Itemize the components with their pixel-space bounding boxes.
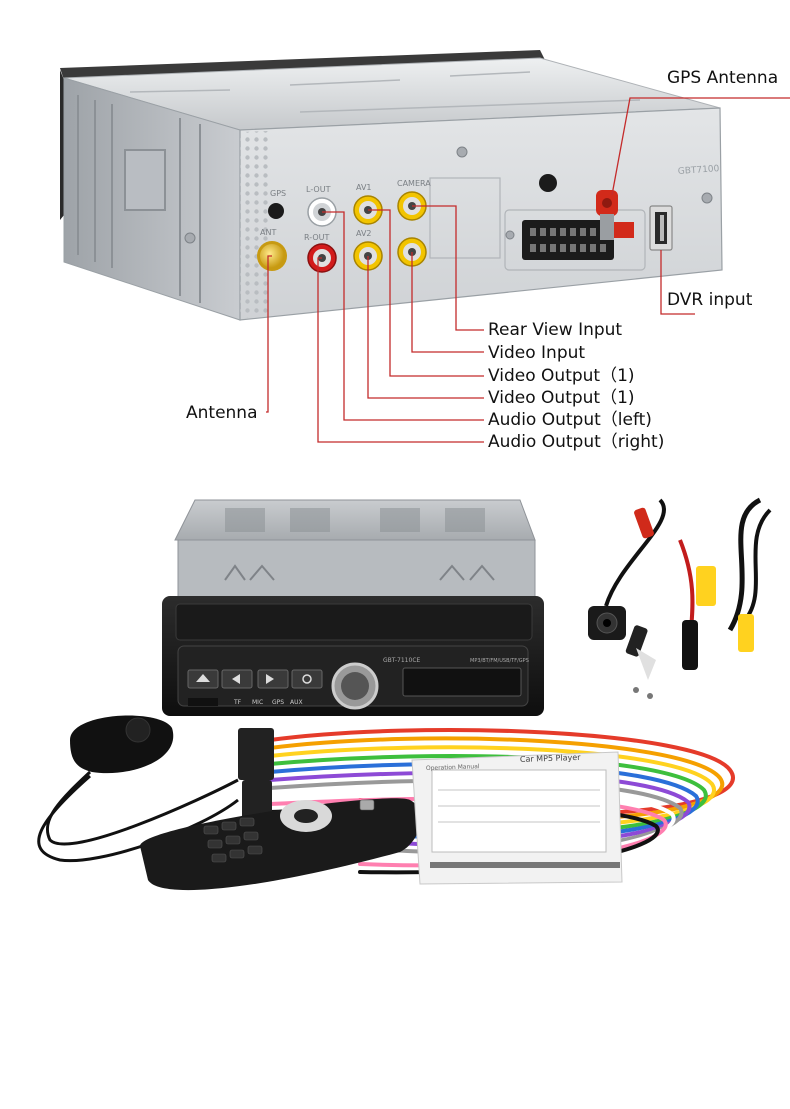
label-video-output-1a: Video Output（1) bbox=[488, 366, 635, 386]
rear-camera bbox=[588, 497, 772, 699]
mark-r-out: R-OUT bbox=[304, 233, 329, 242]
model-mark: GBT7100 bbox=[678, 164, 720, 177]
label-audio-output-right: Audio Output（right) bbox=[488, 432, 665, 452]
chassis: GBT7100 bbox=[60, 50, 723, 321]
gps-port bbox=[268, 203, 284, 219]
panel-markings: GPS ANT L-OUT R-OUT AV1 AV2 CAMERA bbox=[260, 179, 431, 242]
port-label-tf: TF bbox=[233, 699, 242, 706]
front-buttons bbox=[187, 669, 323, 689]
mark-camera: CAMERA bbox=[397, 179, 431, 188]
mark-l-out: L-OUT bbox=[306, 185, 331, 194]
mark-av2: AV2 bbox=[356, 229, 372, 238]
gps-antenna-connector bbox=[596, 190, 634, 240]
display bbox=[402, 667, 522, 697]
port-label-aux: AUX bbox=[290, 699, 303, 706]
label-gps-antenna: GPS Antenna bbox=[667, 68, 779, 88]
mark-gps: GPS bbox=[270, 189, 286, 198]
power-icon bbox=[291, 669, 323, 689]
unit-model-text: GBT-7110CE bbox=[383, 657, 421, 664]
label-video-output-1b: Video Output（1) bbox=[488, 388, 635, 408]
label-audio-output-left: Audio Output（left) bbox=[488, 410, 652, 430]
panel-hole bbox=[539, 174, 557, 192]
dvr-usb-port bbox=[649, 205, 673, 251]
port-label-mic: MIC bbox=[252, 699, 263, 706]
unit-formats-text: MP3/BT/FM/USB/TF/GPS bbox=[470, 658, 529, 664]
manual-subtitle: Operation Manual bbox=[426, 763, 480, 772]
harness-connectors bbox=[238, 728, 274, 826]
label-rear-view-input: Rear View Input bbox=[488, 320, 623, 340]
head-unit: GBT-7110CE MP3/BT/FM/USB/TF/GPS TF MIC G… bbox=[162, 499, 544, 716]
label-dvr-input: DVR input bbox=[667, 290, 753, 310]
label-video-input: Video Input bbox=[488, 343, 586, 363]
port-label-gps: GPS bbox=[272, 699, 284, 706]
leader-lines bbox=[266, 97, 790, 443]
label-antenna: Antenna bbox=[186, 403, 258, 423]
remote-control bbox=[140, 798, 421, 891]
manual-title: Car MP5 Player bbox=[520, 753, 582, 764]
operation-manual bbox=[411, 751, 623, 885]
mark-ant: ANT bbox=[260, 228, 276, 237]
mark-av1: AV1 bbox=[356, 183, 372, 192]
